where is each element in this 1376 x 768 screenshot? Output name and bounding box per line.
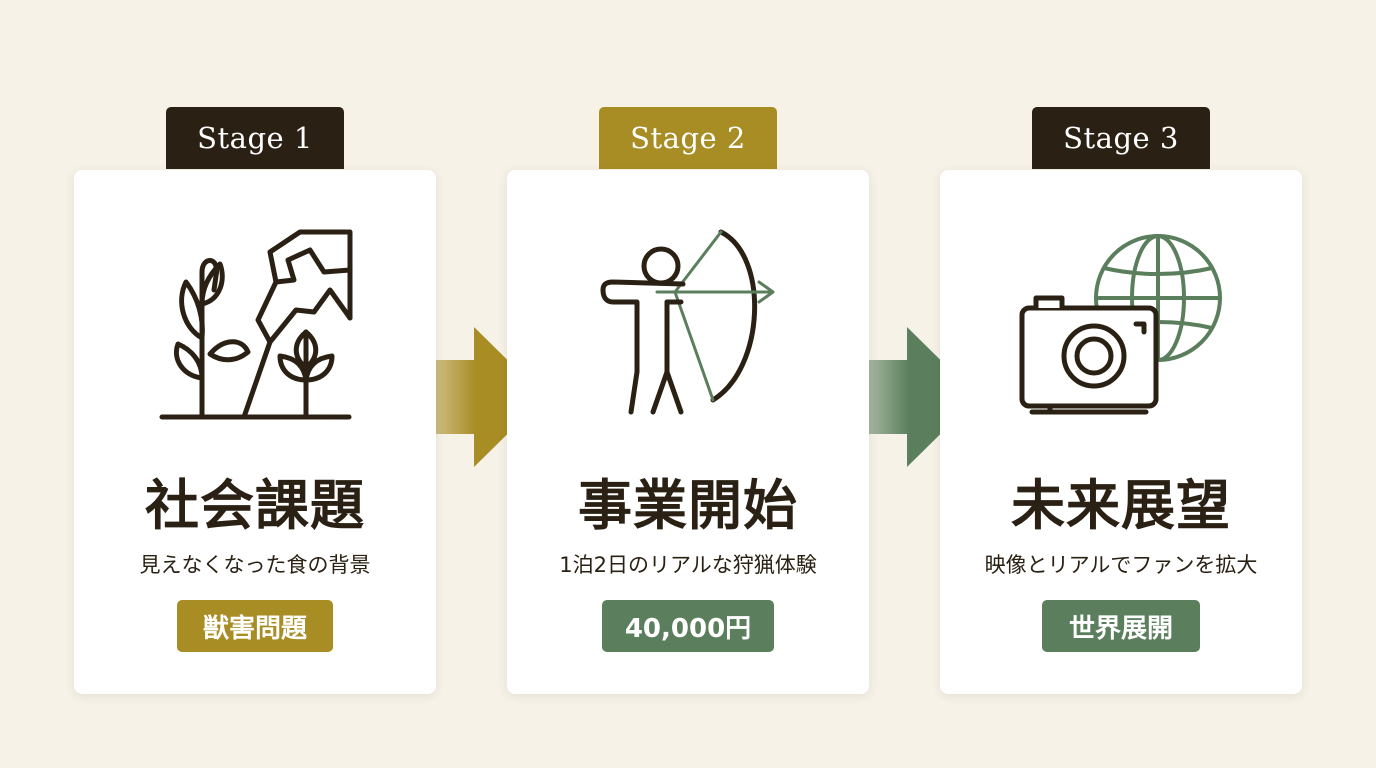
stage-3-tab: Stage 3 — [1032, 107, 1210, 169]
stage-1-title: 社会課題 — [145, 473, 365, 537]
crops-landslide-icon — [159, 229, 353, 420]
stage-2-subtitle: 1泊2日のリアルな狩猟体験 — [559, 553, 817, 577]
stage-3-badge: 世界展開 — [1042, 600, 1200, 652]
stage-2-card: 事業開始 1泊2日のリアルな狩猟体験 40,000円 — [507, 170, 869, 694]
stage-3-subtitle: 映像とリアルでファンを拡大 — [984, 553, 1258, 577]
stage-3-title: 未来展望 — [1011, 473, 1231, 537]
stage-2-title: 事業開始 — [578, 473, 798, 537]
stage-2-badge: 40,000円 — [602, 600, 774, 652]
stage-1-subtitle: 見えなくなった食の背景 — [139, 553, 371, 577]
camera-globe-icon — [1019, 234, 1222, 415]
stage-1-badge: 獣害問題 — [177, 600, 333, 652]
stage-1-card: 社会課題 見えなくなった食の背景 獣害問題 — [74, 170, 436, 694]
stage-2-tab: Stage 2 — [599, 107, 777, 169]
stage-3-card: 未来展望 映像とリアルでファンを拡大 世界展開 — [940, 170, 1302, 694]
stage-1-tab: Stage 1 — [166, 107, 344, 169]
archer-icon — [600, 229, 775, 415]
